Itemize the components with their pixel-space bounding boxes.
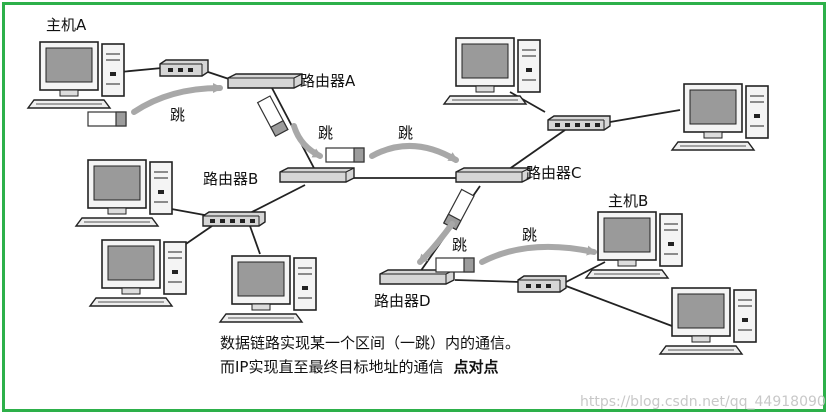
router-c-icon <box>455 167 531 183</box>
link-hub-pc-bottom <box>565 285 673 327</box>
router-b-icon <box>279 167 355 183</box>
link-switch-pc-left <box>165 207 211 217</box>
host-b-computer-icon <box>585 211 683 279</box>
router-d-label: 路由器D <box>374 292 431 310</box>
computer-icon-left <box>75 159 173 227</box>
host-a-label: 主机A <box>46 16 87 34</box>
caption-line-2-text: 而IP实现直至最终目标地址的通信 <box>220 358 443 376</box>
packet-icon-1 <box>87 111 127 127</box>
caption-line-2: 而IP实现直至最终目标地址的通信 点对点 <box>220 358 499 376</box>
hop-label-1: 跳 <box>170 106 185 124</box>
hub-icon <box>159 59 209 77</box>
computer-icon-lower-left <box>89 239 187 307</box>
hop-label-5: 跳 <box>522 226 537 244</box>
hop-arrow-1 <box>131 83 223 115</box>
computer-icon-right <box>671 83 769 151</box>
router-a-icon <box>227 73 303 89</box>
hop-arrow-4 <box>417 221 455 265</box>
packet-icon-5 <box>435 257 475 273</box>
link-hosta-hub <box>119 67 163 73</box>
caption-line-1: 数据链路实现某一个区间（一跳）内的通信。 <box>220 334 520 352</box>
hub-icon-bottom <box>517 275 567 293</box>
computer-icon-top-right <box>443 37 541 105</box>
computer-icon-bottom-right <box>659 287 757 355</box>
hop-arrow-5 <box>479 243 597 265</box>
hop-arrow-3 <box>369 143 459 163</box>
link-router-d-hub <box>454 279 521 283</box>
host-a-computer-icon <box>27 41 125 109</box>
link-switch-pc-center <box>249 225 261 255</box>
switch-icon-left <box>202 211 266 227</box>
switch-icon-right <box>547 115 611 131</box>
router-c-label: 路由器C <box>526 164 581 182</box>
hop-label-4: 跳 <box>452 236 467 254</box>
packet-icon-2 <box>257 95 289 137</box>
hop-label-3: 跳 <box>398 124 413 142</box>
network-links <box>119 67 681 327</box>
hop-label-2: 跳 <box>318 124 333 142</box>
computer-icon-center <box>219 255 317 323</box>
link-hub-hostb <box>565 261 606 283</box>
link-switch-pc-right <box>609 109 681 123</box>
packet-icon-3 <box>325 147 365 163</box>
link-router-b-switch <box>247 184 306 215</box>
link-router-c-switch <box>504 129 566 173</box>
router-b-label: 路由器B <box>203 170 258 188</box>
watermark: https://blog.csdn.net/qq_44918090 <box>580 394 826 410</box>
packet-icon-4 <box>443 188 475 231</box>
host-b-label: 主机B <box>608 192 648 210</box>
hop-arrow-2 <box>291 123 323 159</box>
router-a-label: 路由器A <box>300 72 356 90</box>
caption-emphasis: 点对点 <box>453 358 498 376</box>
